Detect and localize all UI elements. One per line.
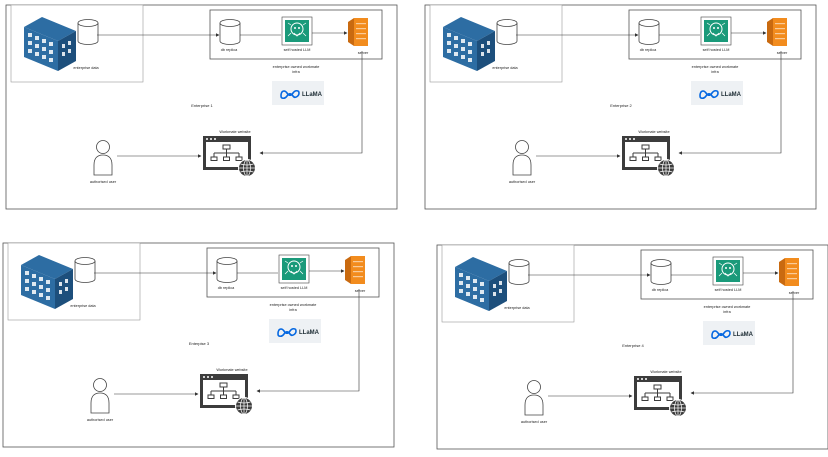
llama-label: LLaMA: [302, 92, 323, 98]
llama-badge: LLaMA: [269, 319, 321, 343]
infra-label-line2: infra: [289, 308, 297, 312]
globe-icon: [235, 397, 253, 415]
infra-label-line2: infra: [723, 310, 731, 314]
enterprise-title: Enterprise 1: [191, 103, 213, 108]
db-replica-icon: [219, 19, 241, 45]
user-icon: [93, 140, 113, 176]
server-icon: [767, 18, 787, 46]
llama-badge: LLaMA: [703, 321, 755, 345]
connector-server-to-website: [256, 289, 360, 393]
enterprise-database-icon: [74, 257, 96, 283]
meta-logo-icon: [277, 327, 297, 338]
self-hosted-llm-icon: [281, 16, 313, 46]
llama-label: LLaMA: [721, 92, 742, 98]
llama-badge: LLaMA: [272, 81, 324, 105]
self-hosted-llm-label: self hosted LLM: [284, 48, 311, 52]
llama-label: LLaMA: [299, 330, 320, 336]
enterprise-title: Enterpise 3: [189, 341, 210, 346]
self-hosted-llm-label: self hosted LLM: [715, 288, 742, 292]
enterprise-data-label: enterprise data: [492, 66, 518, 70]
workmate-website-label: Workmate website: [219, 130, 250, 134]
enterprise-database-icon: [496, 19, 518, 45]
website-icon: [622, 136, 675, 177]
enterprise-data-label: enterprise data: [73, 66, 99, 70]
enterprise-title: Enterprise 2: [610, 103, 632, 108]
infra-label-line1: enterprise owned workmate: [273, 65, 320, 69]
user-icon: [512, 140, 532, 176]
connector-server-to-website: [690, 291, 794, 395]
user-icon: [524, 380, 544, 416]
website-icon: [634, 376, 687, 417]
llama-badge: LLaMA: [691, 81, 743, 105]
enterprise-panel-1: enterprise data db replica self hosted L…: [5, 4, 398, 210]
infra-label-line1: enterprise owned workmate: [270, 303, 317, 307]
connector-server-to-website: [678, 51, 782, 155]
globe-icon: [238, 159, 256, 177]
self-hosted-llm-label: self hosted LLM: [703, 48, 730, 52]
meta-logo-icon: [280, 89, 300, 100]
server-label: server: [358, 51, 369, 55]
website-icon: [203, 136, 256, 177]
connector-server-to-website: [259, 51, 363, 155]
llama-label: LLaMA: [733, 332, 754, 338]
enterprise-database-icon: [77, 19, 99, 45]
db-replica-label: db replica: [652, 288, 669, 292]
db-replica-label: db replica: [221, 48, 238, 52]
workmate-website-label: Workmate website: [650, 370, 681, 374]
authorised-user-label: authorised user: [521, 420, 548, 424]
self-hosted-llm-label: self hosted LLM: [281, 286, 308, 290]
db-replica-icon: [216, 257, 238, 283]
server-label: server: [789, 291, 800, 295]
workmate-website-label: Workmate website: [638, 130, 669, 134]
enterprise-data-label: enterprise data: [504, 306, 530, 310]
db-replica-icon: [638, 19, 660, 45]
self-hosted-llm-icon: [712, 256, 744, 286]
enterprise-panel-3: enterprise data db replica self hosted L…: [2, 242, 395, 448]
db-replica-label: db replica: [218, 286, 235, 290]
enterprise-panel-4: enterprise data db replica self hosted L…: [436, 244, 828, 450]
enterprise-panel-2: enterprise data db replica self hosted L…: [424, 4, 817, 210]
globe-icon: [669, 399, 687, 417]
building-icon: [24, 17, 76, 71]
server-icon: [348, 18, 368, 46]
enterprise-title: Enterprise 4: [622, 343, 644, 348]
user-icon: [90, 378, 110, 414]
server-label: server: [355, 289, 366, 293]
building-icon: [455, 257, 507, 311]
authorised-user-label: authorised user: [509, 180, 536, 184]
infra-label-line1: enterprise owned workmate: [692, 65, 739, 69]
globe-icon: [657, 159, 675, 177]
db-replica-icon: [650, 259, 672, 285]
building-icon: [21, 255, 73, 309]
website-icon: [200, 374, 253, 415]
server-label: server: [777, 51, 788, 55]
panels-layer: enterprise data db replica self hosted L…: [2, 4, 828, 450]
meta-logo-icon: [711, 329, 731, 340]
self-hosted-llm-icon: [700, 16, 732, 46]
enterprise-database-icon: [508, 259, 530, 285]
workmate-website-label: Workmate website: [216, 368, 247, 372]
infra-label-line1: enterprise owned workmate: [704, 305, 751, 309]
self-hosted-llm-icon: [278, 254, 310, 284]
infra-label-line2: infra: [711, 70, 719, 74]
server-icon: [779, 258, 799, 286]
enterprise-data-label: enterprise data: [70, 304, 96, 308]
building-icon: [443, 17, 495, 71]
meta-logo-icon: [699, 89, 719, 100]
authorised-user-label: authorised user: [90, 180, 117, 184]
authorised-user-label: authorised user: [87, 418, 114, 422]
server-icon: [345, 256, 365, 284]
infra-label-line2: infra: [292, 70, 300, 74]
db-replica-label: db replica: [640, 48, 657, 52]
